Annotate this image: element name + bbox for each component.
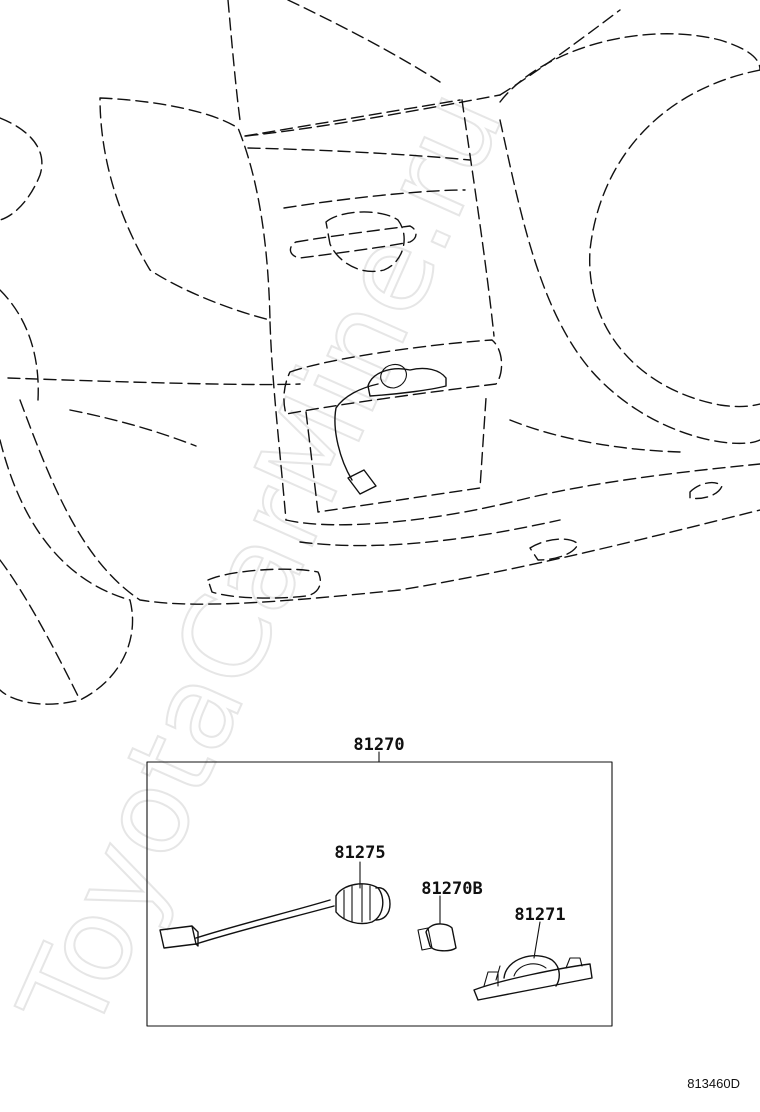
back-door-crease-2: [247, 147, 471, 161]
tail-lamp-outline: [99, 97, 271, 321]
lens-clips: [483, 957, 583, 987]
assembly-part-number[interactable]: 81270: [353, 735, 404, 755]
rear-wheel-arch: [0, 559, 81, 701]
back-door-crease: [283, 189, 466, 209]
vehicle-rear-outline: [0, 0, 760, 705]
back-door-top: [244, 99, 461, 137]
glass-lower-edge: [245, 94, 501, 137]
bumper-lower: [19, 399, 760, 605]
license-garnish: [283, 339, 503, 415]
back-door-right-edge: [461, 99, 495, 337]
bumper-upper-line: [69, 409, 197, 447]
bulb-part: 81270B: [417, 879, 483, 952]
license-plate-recess: [305, 397, 487, 513]
spare-tire-rim: [499, 119, 760, 445]
assembly-group: 81270 81275 81270B 81271: [146, 735, 613, 1027]
bumper-top: [7, 377, 301, 386]
wire-harness: [195, 899, 335, 945]
socket-cap: [375, 887, 391, 921]
bumper-corner-left: [0, 439, 134, 705]
installed-lamp-body: [367, 367, 447, 397]
door-handle-grip: [289, 225, 417, 259]
bumper-right-vent: [689, 481, 723, 500]
lens-dome: [503, 955, 560, 987]
spare-tire-outer: [499, 33, 760, 103]
reflector-left: [207, 568, 322, 599]
installed-connector: [347, 469, 377, 495]
lens-dome-inner: [513, 963, 547, 977]
back-door-left-edge: [269, 321, 287, 521]
socket-wire-part-number[interactable]: 81275: [334, 843, 385, 863]
bulb-glass: [425, 923, 457, 952]
figure-code: 813460D: [687, 1076, 740, 1091]
socket-body: [335, 883, 384, 925]
watermark-text: ToyotaCarMine.ru: [0, 71, 530, 1053]
glass-curve: [499, 9, 621, 96]
lens-part: 81271: [473, 905, 593, 1001]
reflector-right: [529, 538, 579, 561]
door-handle-recess: [325, 211, 405, 272]
spare-tire-cover: [589, 69, 760, 408]
left-side-panel: [0, 117, 43, 221]
roof-edge-line: [287, 0, 441, 83]
lens-leader: [533, 921, 541, 959]
socket-wire-part: 81275: [159, 843, 391, 949]
lens-housing: [473, 963, 593, 1001]
bumper-step: [299, 519, 561, 547]
wire-connector: [159, 925, 199, 949]
bulb-base: [417, 927, 433, 951]
bulb-part-number[interactable]: 81270B: [421, 879, 482, 899]
installed-lamp-socket: [380, 363, 407, 389]
installed-license-lamp: [334, 363, 447, 495]
installed-wire: [334, 383, 379, 481]
lens-part-number[interactable]: 81271: [514, 905, 565, 925]
spare-tire-bottom: [509, 419, 681, 453]
rear-pillar-line: [227, 0, 241, 121]
bumper-face: [285, 463, 760, 526]
left-lower-curve: [0, 289, 39, 401]
socket-ribs: [343, 883, 371, 923]
